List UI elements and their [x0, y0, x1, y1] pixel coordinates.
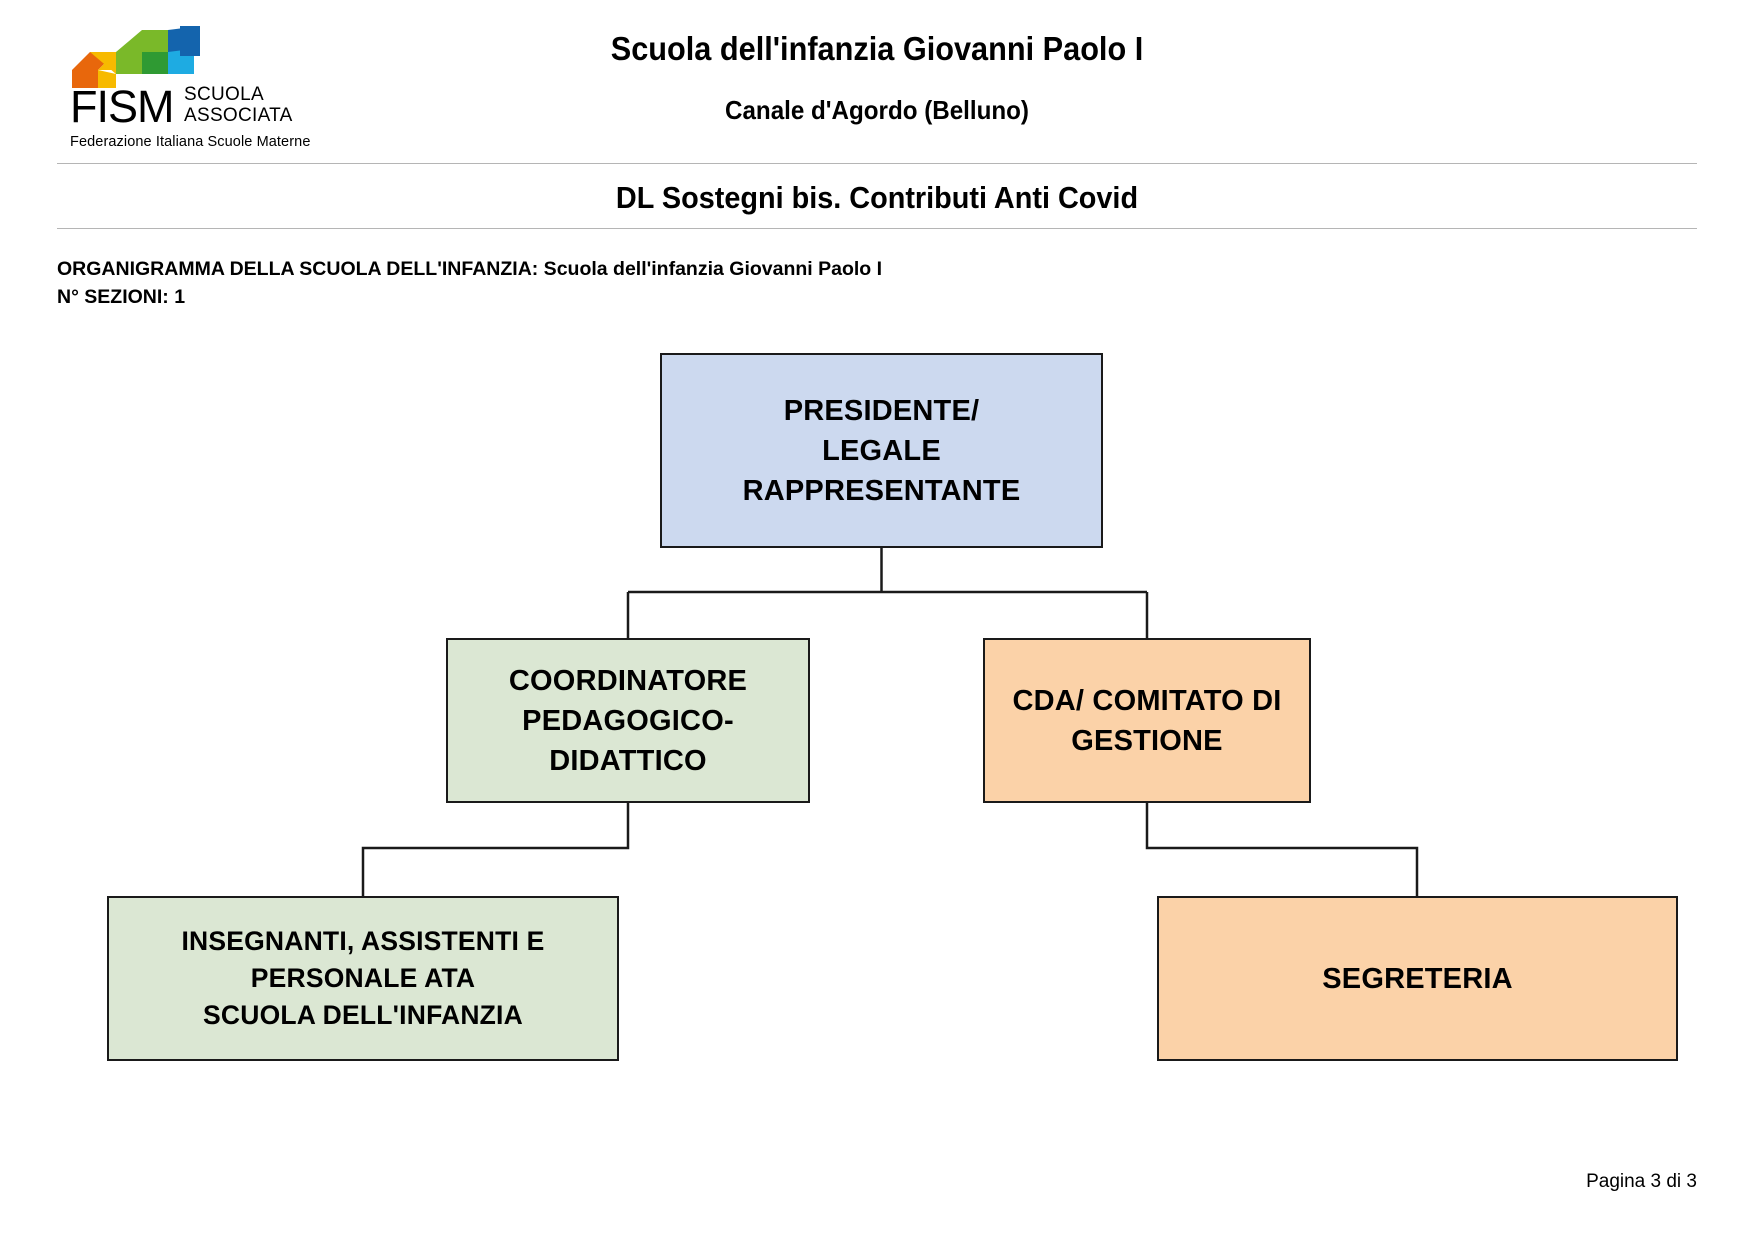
page-title: Scuola dell'infanzia Giovanni Paolo I — [610, 30, 1144, 67]
fism-acronym: FISM — [70, 81, 174, 132]
page-header: FISM SCUOLA ASSOCIATA Federazione Italia… — [0, 0, 1754, 165]
fism-tagline: Federazione Italiana Scuole Materne — [70, 134, 311, 150]
org-node-segreteria[interactable]: SEGRETERIA — [1157, 896, 1678, 1061]
edge-coordinatore-insegnanti — [361, 803, 630, 896]
org-node-insegnanti-line2: PERSONALE ATA — [250, 963, 476, 993]
fism-logo-subtitle: SCUOLA ASSOCIATA — [184, 84, 293, 126]
org-node-presidente-line1: PRESIDENTE/ — [783, 394, 980, 427]
org-node-presidente-line3: RAPPRESENTANTE — [742, 474, 1021, 507]
org-node-presidente-label: PRESIDENTE/ LEGALE RAPPRESENTANTE — [662, 391, 1101, 511]
section-title: DL Sostegni bis. Contributi Anti Covid — [615, 180, 1139, 215]
header-divider-bottom — [57, 228, 1697, 229]
intro-line-organigramma: ORGANIGRAMMA DELLA SCUOLA DELL'INFANZIA:… — [57, 258, 883, 280]
org-node-coordinatore[interactable]: COORDINATORE PEDAGOGICO- DIDATTICO — [446, 638, 810, 803]
org-node-insegnanti-label: INSEGNANTI, ASSISTENTI E PERSONALE ATA S… — [109, 923, 617, 1034]
org-node-coordinatore-label: COORDINATORE PEDAGOGICO- DIDATTICO — [448, 661, 808, 781]
org-node-segreteria-line1: SEGRETERIA — [1322, 962, 1513, 995]
org-node-coordinatore-line1: COORDINATORE — [508, 664, 748, 697]
org-node-segreteria-label: SEGRETERIA — [1159, 959, 1676, 999]
org-node-insegnanti-line1: INSEGNANTI, ASSISTENTI E — [181, 926, 545, 956]
org-node-cda-line2: GESTIONE — [1071, 724, 1223, 757]
org-node-presidente[interactable]: PRESIDENTE/ LEGALE RAPPRESENTANTE — [660, 353, 1103, 548]
fism-logo: FISM SCUOLA ASSOCIATA Federazione Italia… — [62, 26, 312, 150]
fism-logo-subtitle-line2: ASSOCIATA — [184, 105, 293, 126]
org-node-cda[interactable]: CDA/ COMITATO DI GESTIONE — [983, 638, 1311, 803]
org-node-coordinatore-line3: DIDATTICO — [549, 744, 707, 777]
org-node-insegnanti-line3: SCUOLA DELL'INFANZIA — [203, 1000, 523, 1030]
edge-cda-segreteria — [1145, 803, 1419, 896]
org-node-presidente-line2: LEGALE — [822, 434, 941, 467]
org-node-cda-line1: CDA/ COMITATO DI — [1012, 684, 1282, 717]
fism-logo-subtitle-line1: SCUOLA — [184, 84, 264, 105]
org-node-insegnanti[interactable]: INSEGNANTI, ASSISTENTI E PERSONALE ATA S… — [107, 896, 619, 1061]
org-node-coordinatore-line2: PEDAGOGICO- — [522, 704, 734, 737]
page-footer: Pagina 3 di 3 — [1586, 1171, 1697, 1192]
fism-logo-mark-icon — [72, 26, 200, 88]
intro-text-block: ORGANIGRAMMA DELLA SCUOLA DELL'INFANZIA:… — [57, 255, 882, 311]
intro-line-sezioni: N° SEZIONI: 1 — [57, 286, 186, 308]
org-node-cda-label: CDA/ COMITATO DI GESTIONE — [985, 681, 1309, 761]
header-divider-top — [57, 163, 1697, 164]
page-subtitle: Canale d'Agordo (Belluno) — [725, 95, 1029, 125]
